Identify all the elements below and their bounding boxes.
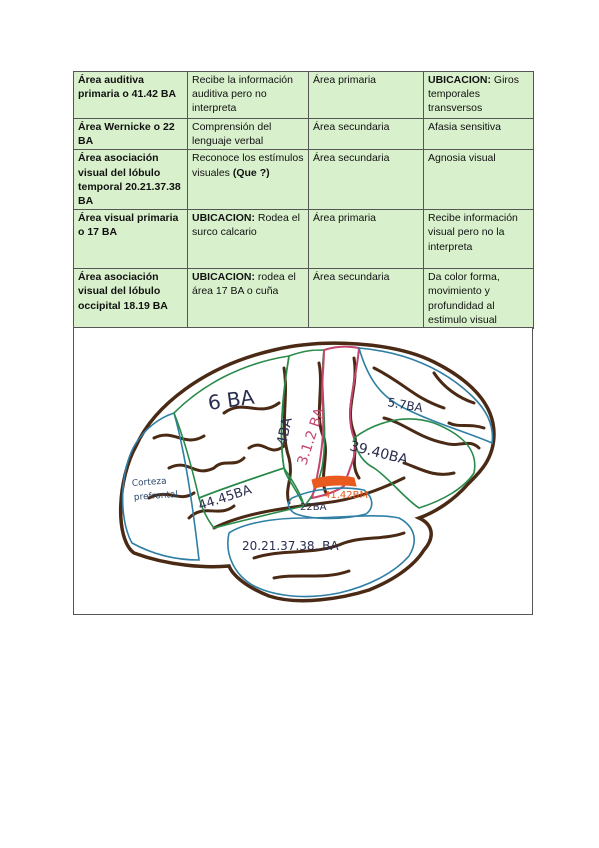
- type-cell: Área secundaria: [308, 268, 424, 330]
- extra-cell: Da color forma, movimiento y profundidad…: [423, 268, 534, 330]
- function-text: Rodea el surco calcario: [192, 212, 300, 239]
- table-row: Área asociación visual del lóbulo occipi…: [73, 268, 534, 330]
- table-row: Área visual primaria o 17 BA UBICACION: …: [73, 209, 534, 270]
- extra-cell: Agnosia visual: [423, 149, 534, 211]
- label-3940ba: 39.40BA: [348, 438, 410, 468]
- type-cell: Área secundaria: [308, 117, 424, 151]
- function-text: rodea el área 17 BA o cuña: [192, 271, 296, 298]
- label-57ba: 5.7BA: [386, 395, 424, 415]
- extra-text: Recibe información visual pero no la int…: [428, 212, 518, 253]
- label-22ba: 22BA: [300, 502, 327, 513]
- extra-text: Giros temporales transversos: [428, 74, 520, 115]
- area-4445ba-region: [198, 467, 305, 529]
- function-text: Reconoce los estímulos visuales: [192, 152, 304, 179]
- function-text: Recibe la información auditiva pero no i…: [192, 74, 293, 115]
- function-cell: Comprensión del lenguaje verbal: [187, 117, 309, 151]
- area-temporal-region: [227, 514, 415, 598]
- area-cell: Área asociación visual del lóbulo tempor…: [73, 149, 188, 211]
- area-22ba-region: [287, 487, 373, 520]
- label-temporal-ba: 20.21.37.38. BA: [242, 539, 339, 553]
- extra-cell: Afasia sensitiva: [423, 117, 534, 151]
- area-cell: Área asociación visual del lóbulo occipi…: [73, 268, 188, 330]
- label-6ba: 6 BA: [206, 385, 256, 415]
- area-4142-strip: [311, 475, 357, 489]
- extra-cell: UBICACION: Giros temporales transversos: [423, 71, 534, 119]
- area-6ba-region: [173, 355, 290, 500]
- area-cell: Área auditiva primaria o 41.42 BA: [73, 71, 188, 119]
- area-cell: Área Wernicke o 22 BA: [73, 117, 188, 151]
- function-cell: UBICACION: Rodea el surco calcario: [187, 209, 309, 270]
- table-row: Área auditiva primaria o 41.42 BA Recibe…: [73, 71, 534, 119]
- type-cell: Área primaria: [308, 209, 424, 270]
- location-label: UBICACION:: [428, 74, 491, 86]
- extra-text: Afasia sensitiva: [428, 121, 501, 133]
- brain-areas-table: Área auditiva primaria o 41.42 BA Recibe…: [73, 71, 534, 330]
- function-cell: Reconoce los estímulos visuales (Que ?): [187, 149, 309, 211]
- function-cell: UBICACION: rodea el área 17 BA o cuña: [187, 268, 309, 330]
- label-prefrontal: prefrontal: [134, 490, 179, 503]
- area-57ba-region: [357, 347, 494, 445]
- type-cell: Área secundaria: [308, 149, 424, 211]
- brain-figure-cell: 6 BA 4BA 3.1.2 BA 5.7BA 39.40BA 44.45BA …: [73, 327, 533, 615]
- label-4142bm: 41.42BM: [324, 490, 368, 501]
- extra-text: Agnosia visual: [428, 152, 496, 165]
- function-question: (Que ?): [232, 166, 270, 179]
- label-4ba: 4BA: [274, 416, 296, 447]
- location-label: UBICACION:: [192, 271, 255, 284]
- extra-cell: Recibe información visual pero no la int…: [423, 209, 534, 270]
- type-cell: Área primaria: [308, 71, 424, 119]
- area-cell: Área visual primaria o 17 BA: [73, 209, 188, 270]
- brain-diagram: 6 BA 4BA 3.1.2 BA 5.7BA 39.40BA 44.45BA …: [119, 341, 496, 603]
- label-cortex: Corteza: [132, 477, 167, 489]
- brain-outline: [119, 341, 496, 603]
- area-3940ba-region: [353, 418, 476, 509]
- function-text: Comprensión del lenguaje verbal: [192, 121, 272, 148]
- table-row: Área Wernicke o 22 BA Comprensión del le…: [73, 117, 534, 151]
- location-label: UBICACION:: [192, 212, 255, 225]
- extra-text: Da color forma, movimiento y profundidad…: [428, 271, 500, 326]
- table-row: Área asociación visual del lóbulo tempor…: [73, 149, 534, 211]
- function-cell: Recibe la información auditiva pero no i…: [187, 71, 309, 119]
